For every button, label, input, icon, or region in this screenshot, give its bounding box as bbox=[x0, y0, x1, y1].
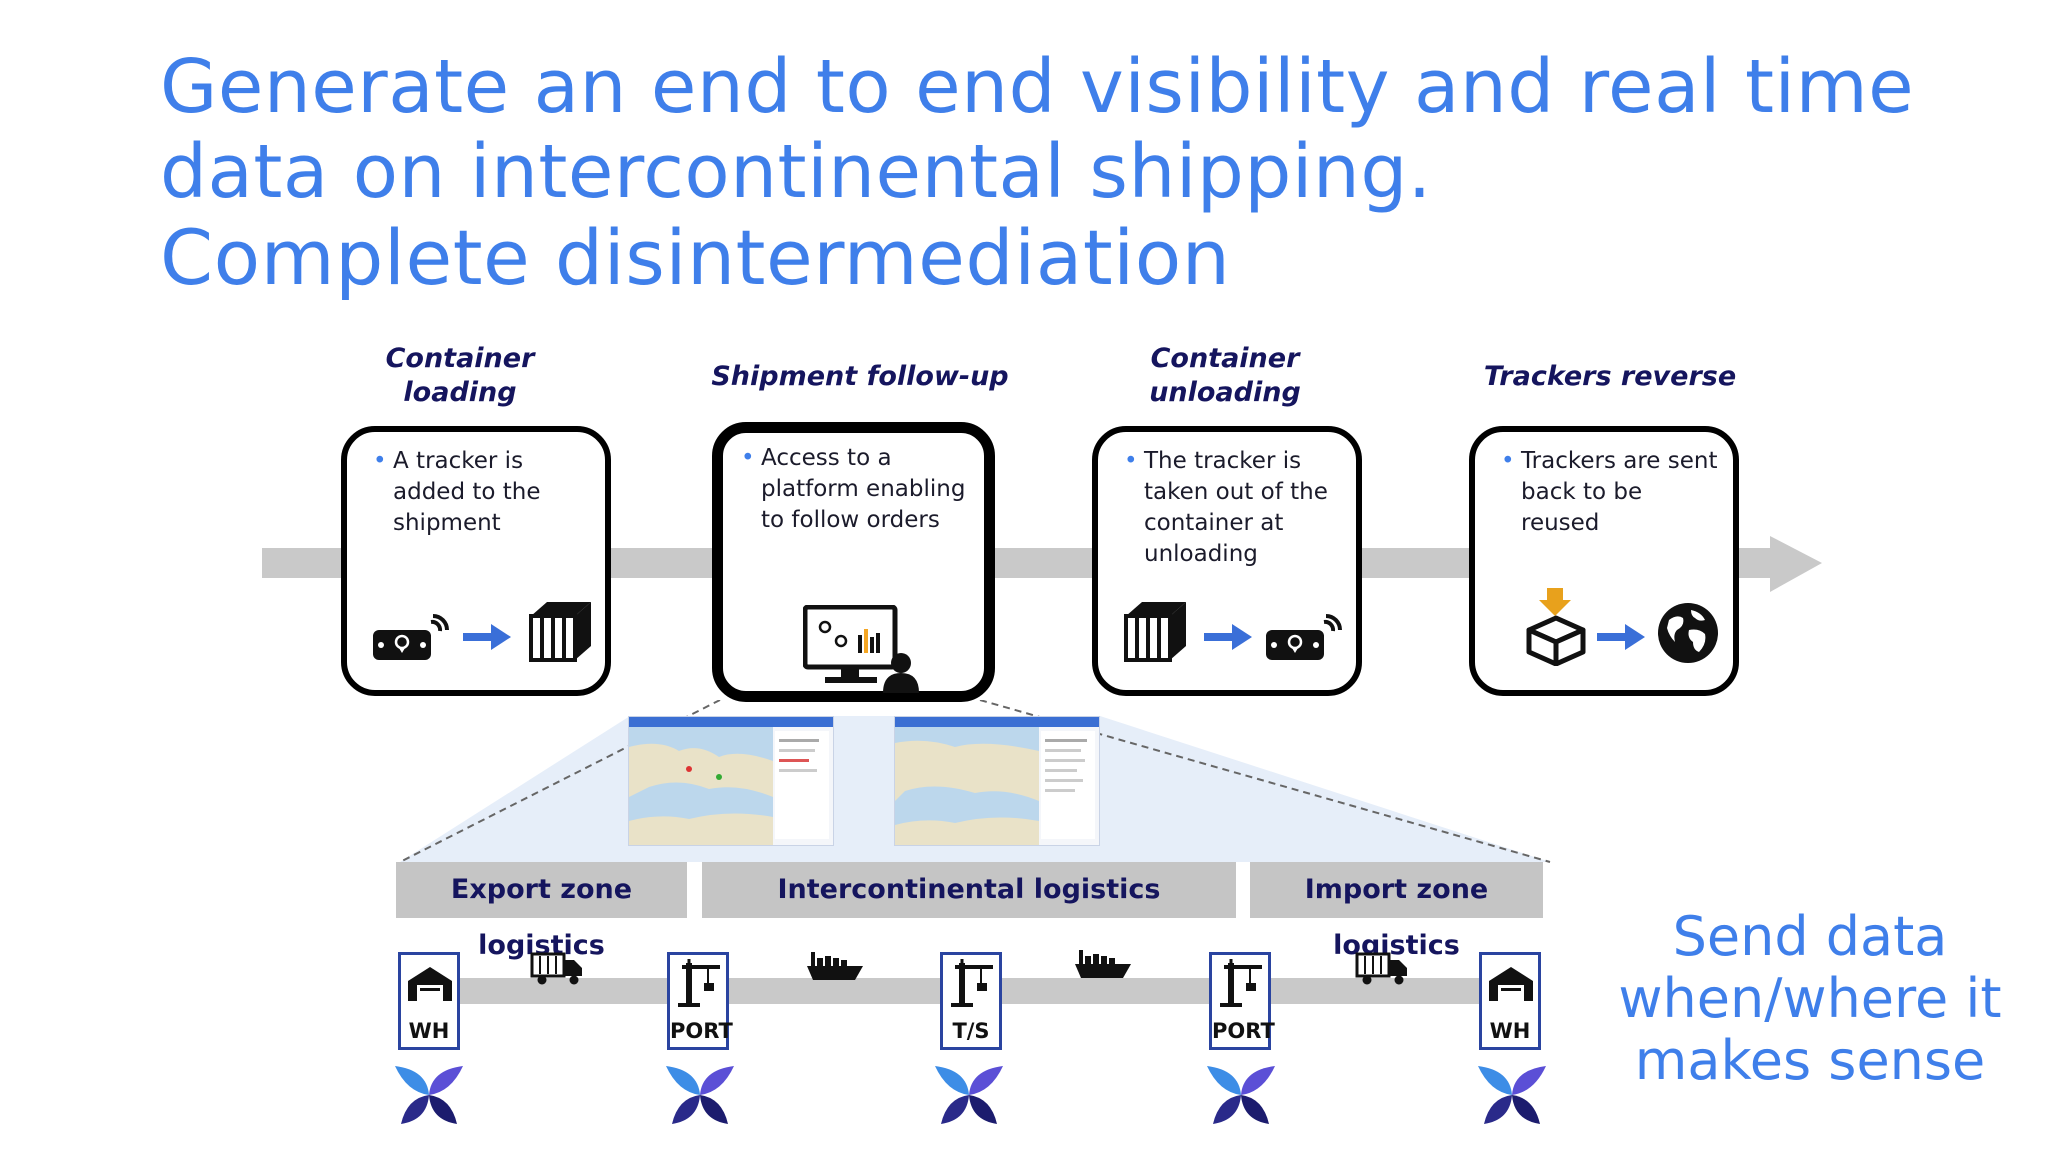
warehouse-icon bbox=[1489, 967, 1533, 1001]
step-1-text: • A tracker is added to the shipment bbox=[373, 446, 595, 539]
step-4-title: Trackers reverse bbox=[1460, 360, 1760, 394]
node-label: WH bbox=[408, 1019, 450, 1043]
node-label: T/S bbox=[952, 1019, 990, 1043]
step-3-box: • The tracker is taken out of the contai… bbox=[1092, 426, 1362, 696]
truck-icon bbox=[1355, 952, 1407, 985]
monitor-map-icon bbox=[803, 605, 919, 693]
crane-icon bbox=[951, 959, 993, 1007]
step-2-text: • Access to a platform enabling to follo… bbox=[741, 443, 974, 536]
node-transshipment: T/S bbox=[940, 952, 1002, 1050]
platform-screenshot-2 bbox=[894, 716, 1100, 846]
map-screenshot bbox=[629, 717, 833, 845]
globe-icon bbox=[1658, 603, 1718, 663]
bullet: • bbox=[373, 448, 387, 474]
zone-import: Import zone logistics bbox=[1250, 862, 1543, 961]
crane-icon bbox=[1220, 959, 1262, 1007]
step-3-title-line-1: Container bbox=[1150, 343, 1300, 374]
brand-logo-icon bbox=[1207, 1066, 1275, 1124]
truck-icon bbox=[530, 952, 582, 985]
node-label: PORT bbox=[670, 1019, 733, 1043]
step-1-box: • A tracker is added to the shipment bbox=[341, 426, 611, 696]
step-1-title-line-2: loading bbox=[403, 377, 517, 408]
step-4-text-body: Trackers are sent back to be reused bbox=[1521, 448, 1718, 536]
step-2-box: • Access to a platform enabling to follo… bbox=[712, 422, 995, 702]
node-label: PORT bbox=[1212, 1019, 1275, 1043]
tracker-device-icon bbox=[373, 614, 449, 660]
step-1-text-body: A tracker is added to the shipment bbox=[393, 448, 541, 536]
brand-logo-icon bbox=[666, 1066, 734, 1124]
node-port-destination: PORT bbox=[1209, 952, 1275, 1050]
step-3-icons bbox=[1118, 598, 1342, 668]
step-4-box: • Trackers are sent back to be reused bbox=[1469, 426, 1739, 696]
box-return-icon bbox=[1526, 588, 1586, 666]
side-note-line-1: Send data bbox=[1672, 905, 1948, 968]
brand-logo-icon bbox=[395, 1066, 463, 1124]
step-4-text: • Trackers are sent back to be reused bbox=[1501, 446, 1723, 539]
step-3-text-body: The tracker is taken out of the containe… bbox=[1144, 448, 1328, 567]
bullet: • bbox=[1124, 448, 1138, 474]
step-4-icons bbox=[1495, 588, 1718, 668]
container-icon bbox=[529, 602, 591, 662]
ship-icon bbox=[807, 952, 863, 980]
tracker-device-icon bbox=[1266, 614, 1342, 660]
zone-export: Export zone logistics bbox=[396, 862, 687, 961]
user-icon bbox=[883, 653, 919, 693]
headline-line-2: data on intercontinental shipping. bbox=[160, 129, 1432, 215]
step-3-title-line-2: unloading bbox=[1149, 377, 1301, 408]
arrow-right-icon bbox=[463, 624, 511, 650]
step-2-title: Shipment follow-up bbox=[700, 360, 1020, 394]
brand-logo-icon bbox=[935, 1066, 1003, 1124]
container-icon bbox=[1124, 602, 1186, 662]
bullet: • bbox=[1501, 448, 1515, 474]
step-2-title-line-1: Shipment follow-up bbox=[711, 361, 1009, 392]
ship-icon bbox=[1075, 950, 1131, 978]
side-note: Send data when/where it makes sense bbox=[1600, 906, 2020, 1092]
brand-logo-icon bbox=[1478, 1066, 1546, 1124]
step-2-text-body: Access to a platform enabling to follow … bbox=[761, 445, 966, 533]
arrow-right-icon bbox=[1204, 624, 1252, 650]
step-1-title: Container loading bbox=[340, 342, 580, 410]
zone-intercontinental: Intercontinental logistics bbox=[702, 862, 1236, 918]
side-note-line-2: when/where it bbox=[1618, 967, 2002, 1030]
headline-line-1: Generate an end to end visibility and re… bbox=[160, 44, 1915, 130]
node-warehouse-origin: WH bbox=[398, 952, 460, 1050]
node-warehouse-destination: WH bbox=[1479, 952, 1541, 1050]
bullet: • bbox=[741, 445, 755, 471]
map-screenshot bbox=[895, 717, 1099, 845]
step-1-icons bbox=[367, 598, 591, 668]
side-note-line-3: makes sense bbox=[1634, 1029, 1986, 1092]
warehouse-icon bbox=[408, 967, 452, 1001]
step-4-title-line-1: Trackers reverse bbox=[1483, 361, 1737, 392]
step-3-title: Container unloading bbox=[1105, 342, 1345, 410]
node-port-origin: PORT bbox=[667, 952, 733, 1050]
headline-line-3: Complete disintermediation bbox=[160, 213, 1231, 302]
step-1-title-line-1: Container bbox=[385, 343, 535, 374]
node-label: WH bbox=[1489, 1019, 1531, 1043]
crane-icon bbox=[678, 959, 720, 1007]
arrow-right-icon bbox=[1597, 624, 1645, 650]
step-3-text: • The tracker is taken out of the contai… bbox=[1124, 446, 1346, 570]
platform-screenshot-1 bbox=[628, 716, 834, 846]
